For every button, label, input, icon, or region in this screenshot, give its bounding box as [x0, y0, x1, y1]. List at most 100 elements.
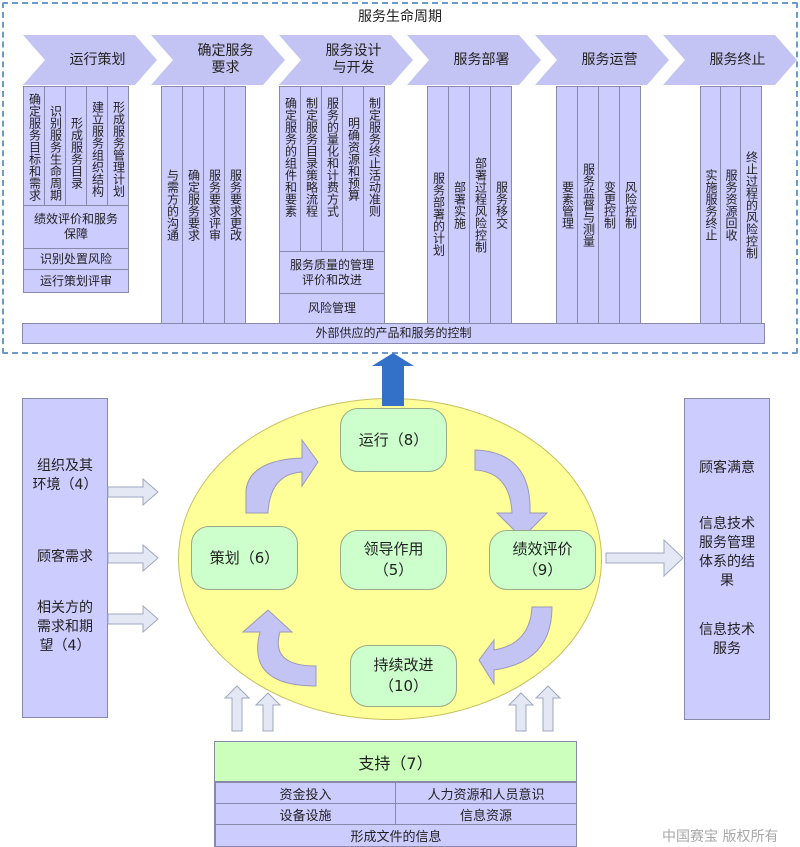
up-arrow-icon: [254, 692, 282, 732]
column-text: 终止过程的风险控制: [744, 151, 759, 259]
chevron-arrow-icon: [23, 35, 157, 85]
design-column: 确定服务的组件和要素: [279, 86, 301, 252]
support-title: 支持（7）: [215, 742, 576, 782]
column-text: 制定服务目录策略流程: [304, 97, 319, 217]
phase-label: 服务终止: [709, 51, 766, 68]
node-leadership: 领导作用 （5）: [340, 530, 447, 590]
column-text: 部署过程风险控制: [473, 157, 488, 253]
column-text: 确定服务目标和需求: [27, 93, 42, 201]
input-stakeholder-needs: 相关方的 需求和期 望（4）: [37, 600, 93, 654]
design-column: 服务的量化和计费方式: [321, 86, 343, 252]
chevron-arrow-icon: [151, 35, 285, 85]
column-text: 服务资源回收: [724, 169, 738, 241]
up-arrow-icon: [507, 692, 535, 732]
node-planning: 策划（6）: [191, 526, 298, 590]
chevron-arrow-icon: [535, 35, 669, 85]
column-text: 服务的量化和计费方式: [325, 97, 340, 217]
column-text: 服务要求评审: [207, 169, 222, 241]
chevron-arrow-icon: [407, 35, 541, 85]
column-text: 识别服务生命周期: [48, 105, 63, 201]
design-column: 制定服务终止活动准则: [363, 86, 385, 252]
operation-column: 风险控制: [619, 86, 641, 324]
design-row: 服务质量的管理 评价和改进: [279, 251, 385, 294]
planning-row: 识别处置风险: [23, 248, 129, 270]
output-itsms-results: 信息技术 服务管理 体系的结 果: [699, 516, 755, 589]
column-text: 确定服务要求: [186, 169, 201, 241]
column-text: 风险控制: [623, 181, 638, 229]
phase-label: 服务部署: [453, 51, 510, 68]
termination-column: 实施服务终止: [700, 86, 721, 324]
right-arrow-icon: [107, 604, 159, 634]
phase-label: 确定服务 要求: [197, 43, 254, 76]
node-operation: 运行（8）: [340, 408, 447, 472]
phase-deployment: 服务部署: [407, 35, 542, 85]
phase-requirements: 确定服务 要求: [151, 35, 286, 85]
node-performance-evaluation: 绩效评价 （9）: [489, 530, 596, 590]
lifecycle-title: 服务生命周期: [358, 9, 442, 25]
external-supply-control-bar: 外部供应的产品和服务的控制: [22, 323, 765, 344]
column-text: 与需方的沟通: [165, 169, 180, 241]
column-text: 部署实施: [452, 181, 467, 229]
output-it-services: 信息技术 服务: [699, 622, 755, 657]
planning-row: 绩效评价和服务 保障: [23, 205, 129, 249]
phase-termination: 服务终止: [663, 35, 798, 85]
support-facilities: 设备设施: [215, 803, 396, 825]
column-text: 服务监督与测量: [581, 163, 596, 247]
planning-column: 形成服务目录: [65, 86, 87, 206]
planning-column: 形成服务管理计划: [107, 86, 129, 206]
column-text: 形成服务管理计划: [111, 101, 126, 197]
support-funding: 资金投入: [215, 782, 396, 804]
right-arrow-icon: [107, 477, 159, 507]
column-text: 要素管理: [560, 181, 575, 229]
column-text: 服务要求更改: [228, 169, 243, 241]
planning-row: 运行策划评审: [23, 269, 129, 293]
column-text: 制定服务终止活动准则: [367, 97, 382, 217]
column-text: 服务部署的计划: [431, 172, 446, 256]
deployment-column: 部署过程风险控制: [469, 86, 491, 324]
requirements-column: 确定服务要求: [182, 86, 204, 324]
column-text: 形成服务目录: [69, 117, 84, 189]
phase-label: 服务设计 与开发: [325, 43, 382, 76]
watermark: 中国赛宝 版权所有: [662, 829, 779, 845]
deployment-column: 部署实施: [448, 86, 470, 324]
column-text: 服务移交: [494, 181, 509, 229]
deployment-column: 服务移交: [490, 86, 512, 324]
right-arrow-icon: [107, 543, 159, 573]
column-text: 建立服务组织结构: [90, 101, 105, 197]
phase-operation: 服务运营: [535, 35, 670, 85]
column-text: 实施服务终止: [704, 169, 718, 241]
design-column: 制定服务目录策略流程: [300, 86, 322, 252]
phase-operation-planning: 运行策划: [23, 35, 158, 85]
right-arrow-icon: [605, 538, 684, 578]
termination-column: 服务资源回收: [720, 86, 741, 324]
deployment-column: 服务部署的计划: [427, 86, 449, 324]
termination-column: 终止过程的风险控制: [740, 86, 762, 324]
support-information-resources: 信息资源: [395, 803, 577, 825]
planning-column: 识别服务生命周期: [44, 86, 66, 206]
node-continual-improvement: 持续改进 （10）: [350, 645, 457, 707]
planning-column: 确定服务目标和需求: [23, 86, 45, 206]
design-row: 风险管理: [279, 293, 385, 324]
inputs-box: 组织及其 环境（4） 顾客需求 相关方的 需求和期 望（4）: [22, 398, 108, 718]
support-block: 支持（7） 资金投入 人力资源和人员意识 设备设施 信息资源 形成文件的信息: [214, 741, 577, 847]
operation-column: 变更控制: [598, 86, 620, 324]
input-customer-needs: 顾客需求: [37, 549, 93, 565]
planning-column: 建立服务组织结构: [86, 86, 108, 206]
outputs-box: 顾客满意 信息技术 服务管理 体系的结 果 信息技术 服务: [684, 398, 770, 720]
phase-label: 服务运营: [581, 51, 638, 68]
phase-label: 运行策划: [69, 51, 126, 68]
input-org-environment: 组织及其 环境（4）: [32, 458, 98, 493]
up-arrow-icon: [223, 685, 251, 732]
output-customer-satisfaction: 顾客满意: [699, 460, 755, 476]
support-human-resources: 人力资源和人员意识: [395, 782, 577, 804]
requirements-column: 服务要求更改: [224, 86, 246, 324]
chevron-arrow-icon: [279, 35, 413, 85]
column-text: 确定服务的组件和要素: [283, 97, 298, 217]
requirements-column: 服务要求评审: [203, 86, 225, 324]
design-column: 明确资源和预算: [342, 86, 364, 252]
support-documented-information: 形成文件的信息: [215, 824, 577, 847]
requirements-column: 与需方的沟通: [161, 86, 183, 324]
column-text: 明确资源和预算: [346, 117, 361, 201]
operation-column: 要素管理: [556, 86, 578, 324]
column-text: 变更控制: [602, 181, 617, 229]
